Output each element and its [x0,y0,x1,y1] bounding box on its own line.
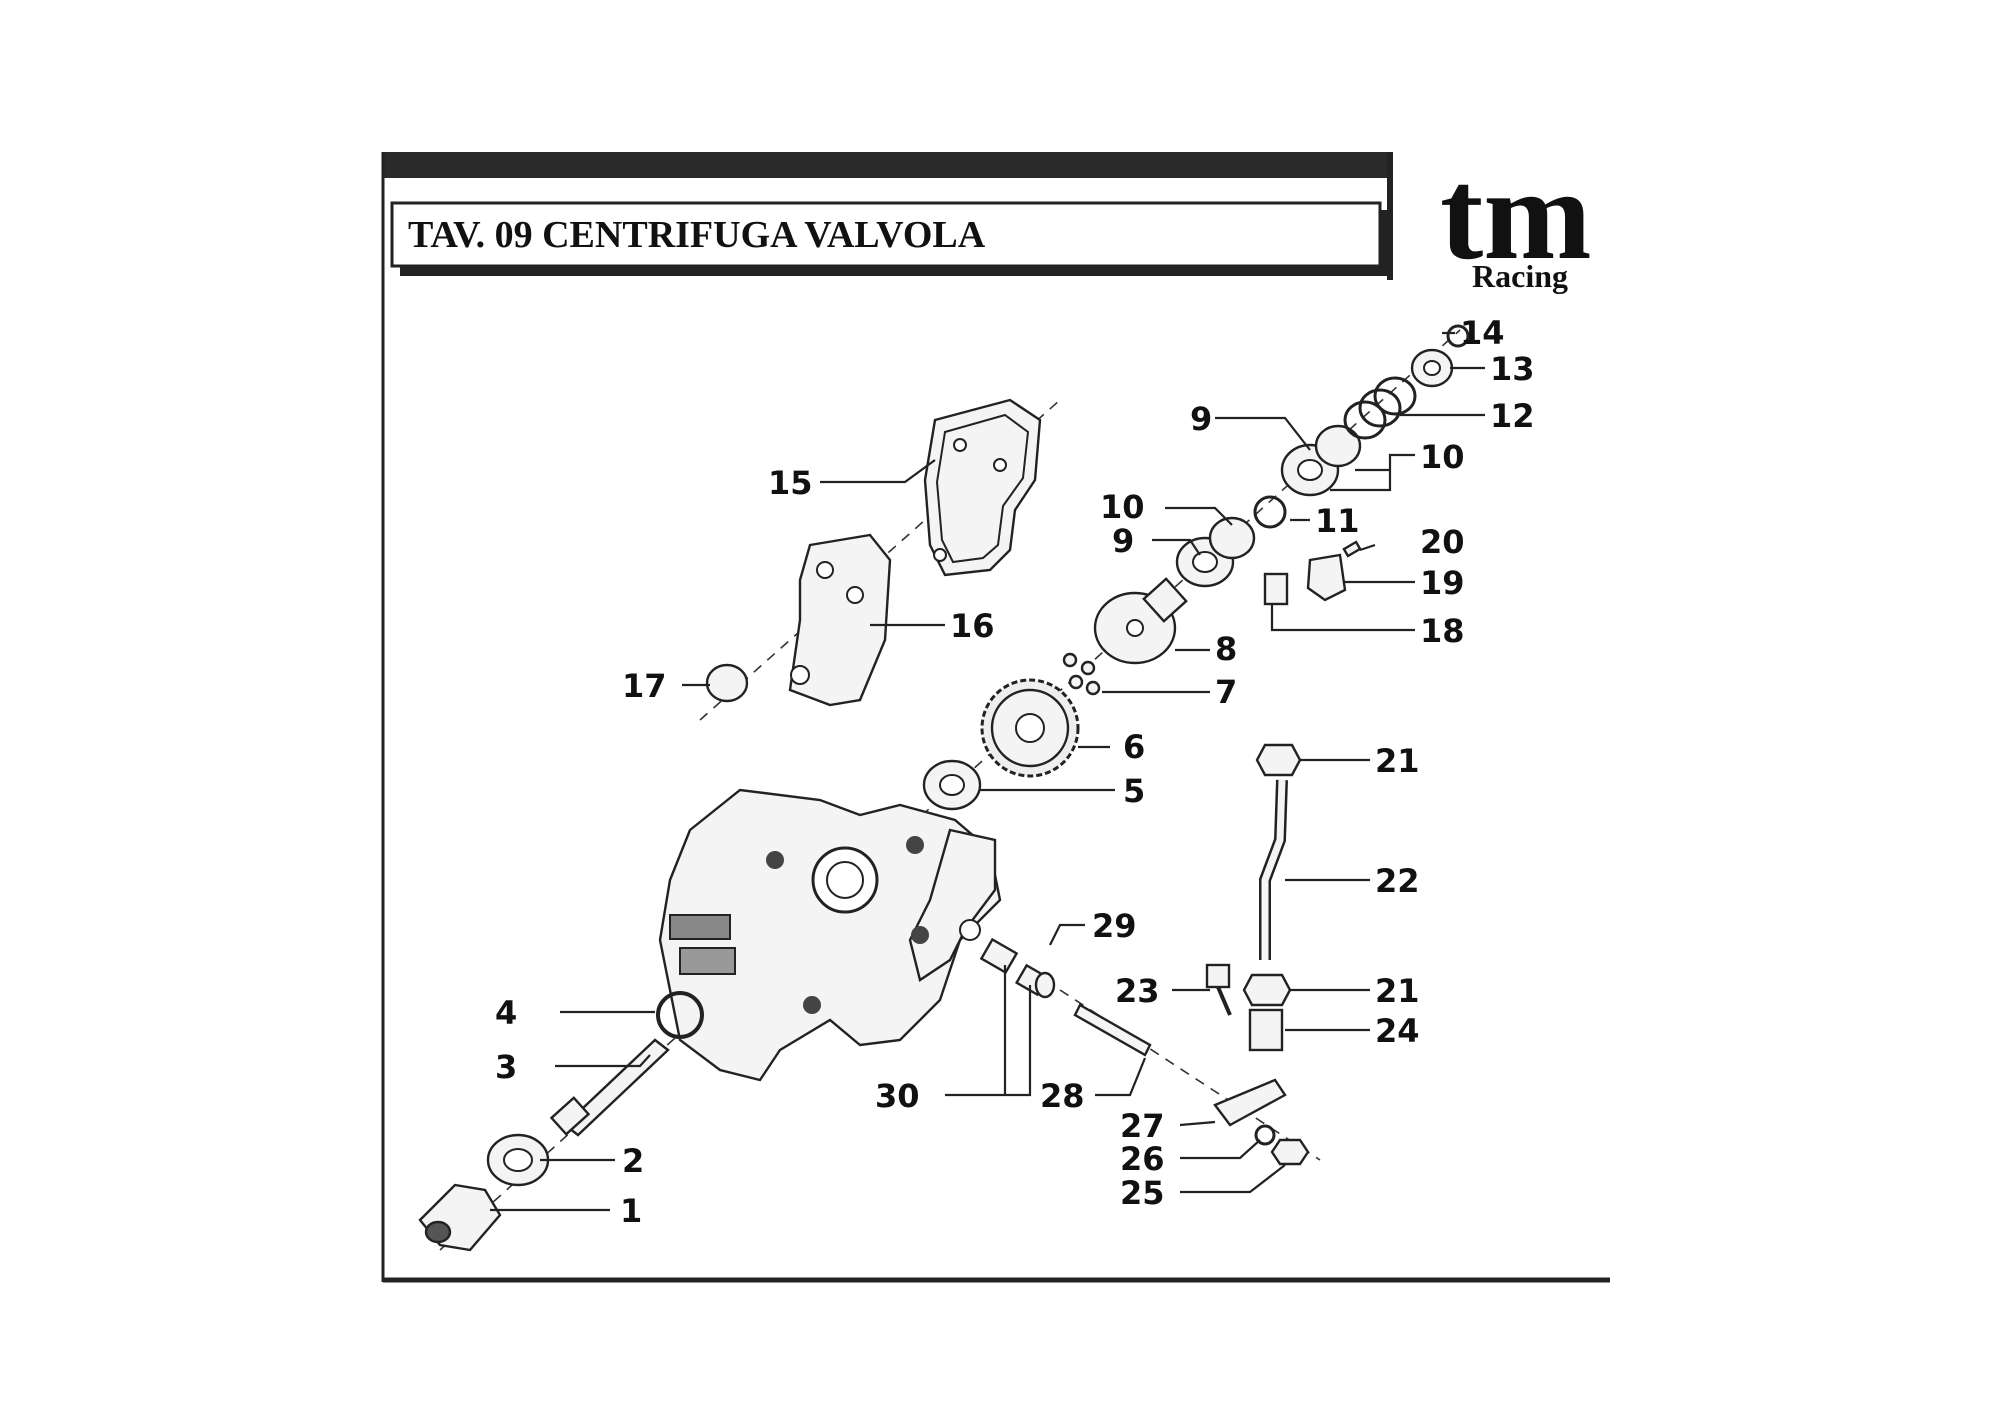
callout-18: 18 [1420,612,1465,650]
callout-17: 17 [622,667,667,705]
callout-1: 1 [620,1192,642,1230]
callout-22: 22 [1375,862,1420,900]
callout-11: 11 [1315,502,1360,540]
callout-14: 14 [1460,314,1505,352]
callout-9-upper: 9 [1190,400,1212,438]
callout-7: 7 [1215,673,1237,711]
callout-9-lower: 9 [1112,522,1134,560]
callout-21-lower: 21 [1375,972,1420,1010]
callout-29: 29 [1092,907,1137,945]
callout-labels: 1 2 3 4 5 6 7 8 9 9 10 10 11 12 13 14 15… [495,314,1535,1230]
callout-25: 25 [1120,1174,1165,1212]
callout-23: 23 [1115,972,1160,1010]
logo-subtitle: Racing [1472,258,1568,294]
linkage-axis [1059,989,1321,1161]
brand-logo: tm Racing [1440,143,1592,294]
callout-12: 12 [1490,397,1535,435]
callout-6: 6 [1123,728,1145,766]
callout-5: 5 [1123,772,1145,810]
cover-parts [705,398,1042,707]
callout-10-lower: 10 [1100,488,1145,526]
callout-10-upper: 10 [1420,438,1465,476]
title-box: TAV. 09 CENTRIFUGA VALVOLA [390,201,1390,276]
crankcase-illustration [658,788,1002,1082]
callout-15: 15 [768,464,813,502]
callout-21-upper: 21 [1375,742,1420,780]
callout-13: 13 [1490,350,1535,388]
lever-parts [979,540,1362,1166]
diagram-frame [381,152,1610,1283]
callout-24: 24 [1375,1012,1420,1050]
leader-lines [490,331,1485,1212]
callout-2: 2 [622,1142,644,1180]
callout-4: 4 [495,994,517,1032]
callout-19: 19 [1420,564,1465,602]
callout-26: 26 [1120,1140,1165,1178]
callout-28: 28 [1040,1077,1085,1115]
logo-mark: tm [1440,143,1592,287]
callout-30: 30 [875,1077,920,1115]
callout-8: 8 [1215,630,1237,668]
shaft-parts [418,324,1470,1252]
callout-3: 3 [495,1048,517,1086]
sheet-title: TAV. 09 CENTRIFUGA VALVOLA [408,214,986,256]
callout-20: 20 [1420,523,1465,561]
callout-16: 16 [950,607,995,645]
callout-27: 27 [1120,1107,1165,1145]
